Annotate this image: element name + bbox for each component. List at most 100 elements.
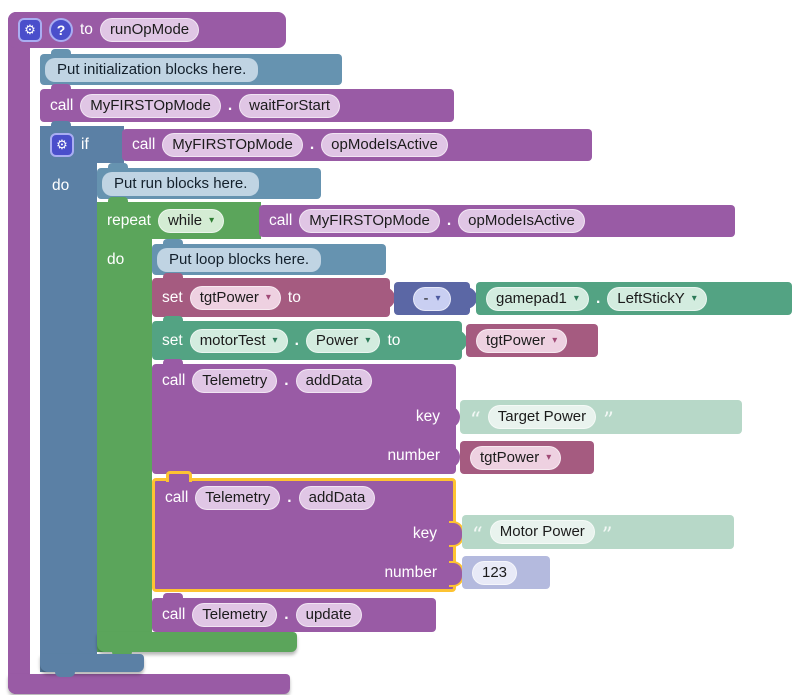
method-field[interactable]: addData — [295, 369, 373, 393]
text-field[interactable]: Motor Power — [489, 520, 595, 544]
dropdown-arrow-icon: ▾ — [265, 291, 271, 303]
open-quote-icon: “ — [470, 408, 481, 432]
variable-dropdown[interactable]: tgtPower ▾ — [189, 285, 281, 310]
telemetry-object-field[interactable]: Telemetry — [192, 603, 278, 627]
call-label: call — [50, 96, 74, 114]
close-quote-icon: ” — [603, 408, 614, 432]
method-field[interactable]: waitForStart — [239, 93, 341, 118]
opmode-object-field[interactable]: MyFIRSTOpMode — [80, 93, 221, 118]
dropdown-arrow-icon: ▾ — [435, 292, 441, 304]
text-block[interactable]: “ Target Power ” — [460, 400, 742, 434]
open-quote-icon: “ — [472, 523, 483, 547]
block-notch — [163, 273, 183, 279]
number-field[interactable]: 123 — [472, 560, 518, 585]
telemetry-add-data-block-selected[interactable]: call Telemetry . addData key number — [152, 471, 456, 592]
device-value: motorTest — [199, 331, 266, 349]
axis-value: LeftStickY — [617, 289, 685, 307]
do-label: do — [52, 177, 70, 194]
opmode-object-field[interactable]: MyFIRSTOpMode — [299, 209, 440, 233]
call-label: call — [132, 136, 156, 153]
method-field[interactable]: update — [295, 603, 362, 627]
close-quote-icon: ” — [601, 523, 613, 547]
set-motor-power-block[interactable]: set motorTest ▾ . Power ▾ to — [152, 316, 462, 360]
block-notch — [108, 163, 128, 169]
dropdown-arrow-icon: ▾ — [573, 292, 579, 304]
comment-text: Put loop blocks here. — [157, 247, 322, 272]
variable-get-block[interactable]: tgtPower ▾ — [460, 441, 594, 474]
block-notch — [163, 593, 183, 599]
call-label: call — [269, 212, 293, 229]
property-dropdown[interactable]: Power ▾ — [305, 328, 381, 353]
method-field[interactable]: opModeIsActive — [458, 209, 585, 233]
function-block-spine[interactable] — [8, 12, 30, 694]
repeat-block-spine[interactable] — [97, 202, 152, 652]
dot-separator: . — [595, 289, 601, 307]
function-definition-block[interactable]: ⚙ ? to runOpMode — [8, 12, 286, 48]
telemetry-object-field[interactable]: Telemetry — [192, 369, 278, 393]
to-label: to — [80, 21, 93, 38]
set-variable-block[interactable]: set tgtPower ▾ to — [152, 273, 390, 317]
repeat-mode-dropdown[interactable]: while ▾ — [157, 208, 225, 233]
number-block[interactable]: 123 — [462, 556, 550, 589]
axis-dropdown[interactable]: LeftStickY ▾ — [607, 286, 707, 311]
variable-get-block[interactable]: tgtPower ▾ — [466, 324, 598, 357]
if-block-bottom-bar[interactable] — [40, 654, 144, 677]
device-dropdown[interactable]: motorTest ▾ — [189, 328, 288, 353]
mutator-gear-icon[interactable]: ⚙ — [50, 132, 74, 157]
mutator-gear-icon[interactable]: ⚙ — [18, 18, 42, 42]
number-param-label: number — [384, 564, 437, 581]
set-label: set — [162, 331, 183, 349]
dot-separator: . — [309, 136, 315, 153]
gamepad-property-block[interactable]: gamepad1 ▾ . LeftStickY ▾ — [476, 282, 792, 315]
comment-block-init[interactable]: Put initialization blocks here. — [40, 49, 342, 85]
comment-text: Put initialization blocks here. — [45, 57, 259, 82]
method-field[interactable]: opModeIsActive — [321, 133, 448, 157]
value-socket — [112, 134, 125, 156]
comment-text: Put run blocks here. — [102, 171, 260, 196]
method-field[interactable]: addData — [298, 486, 376, 510]
do-label: do — [107, 251, 125, 268]
block-notch — [108, 197, 128, 203]
key-param-label: key — [415, 408, 440, 425]
if-block[interactable]: ⚙ if — [40, 121, 124, 163]
telemetry-object-field[interactable]: Telemetry — [195, 486, 281, 510]
text-field[interactable]: Target Power — [487, 405, 597, 429]
dropdown-arrow-icon: ▾ — [552, 334, 558, 346]
repeat-block[interactable]: repeat while ▾ — [97, 197, 261, 239]
repeat-block-bottom-bar[interactable] — [97, 632, 297, 657]
gamepad-dropdown[interactable]: gamepad1 ▾ — [486, 286, 589, 311]
dot-separator: . — [284, 606, 289, 623]
telemetry-update-block[interactable]: call Telemetry . update — [152, 593, 436, 632]
telemetry-add-data-block[interactable]: call Telemetry . addData key number — [152, 359, 456, 474]
negate-block[interactable]: - ▾ — [394, 282, 470, 315]
variable-dropdown[interactable]: tgtPower ▾ — [470, 445, 562, 470]
variable-dropdown[interactable]: tgtPower ▾ — [476, 328, 568, 353]
value-socket — [464, 287, 477, 309]
block-notch — [51, 84, 71, 90]
call-wait-for-start-block[interactable]: call MyFIRSTOpMode . waitForStart — [40, 84, 454, 122]
set-label: set — [162, 288, 183, 306]
if-block-spine[interactable] — [40, 126, 97, 672]
value-socket — [447, 446, 460, 468]
call-opmode-is-active-block[interactable]: call MyFIRSTOpMode . opModeIsActive — [122, 129, 592, 161]
comment-block-loop[interactable]: Put loop blocks here. — [152, 239, 386, 275]
text-block[interactable]: “ Motor Power ” — [462, 515, 734, 549]
operator-dropdown[interactable]: - ▾ — [413, 286, 451, 311]
to-label: to — [387, 331, 401, 349]
dropdown-arrow-icon: ▾ — [365, 334, 371, 346]
dropdown-arrow-icon: ▾ — [546, 451, 552, 463]
opmode-object-field[interactable]: MyFIRSTOpMode — [162, 133, 303, 157]
value-socket — [454, 330, 467, 352]
call-opmode-is-active-block[interactable]: call MyFIRSTOpMode . opModeIsActive — [259, 205, 735, 237]
dot-separator: . — [446, 212, 452, 229]
function-block-bottom-bar[interactable] — [8, 674, 290, 694]
call-label: call — [162, 606, 186, 623]
gamepad-value: gamepad1 — [496, 289, 567, 307]
comment-block-run[interactable]: Put run blocks here. — [97, 163, 321, 199]
help-icon[interactable]: ? — [49, 18, 73, 42]
block-next-notch — [55, 671, 75, 677]
function-name-field[interactable]: runOpMode — [99, 18, 200, 42]
call-label: call — [165, 489, 189, 506]
block-notch — [163, 359, 183, 365]
